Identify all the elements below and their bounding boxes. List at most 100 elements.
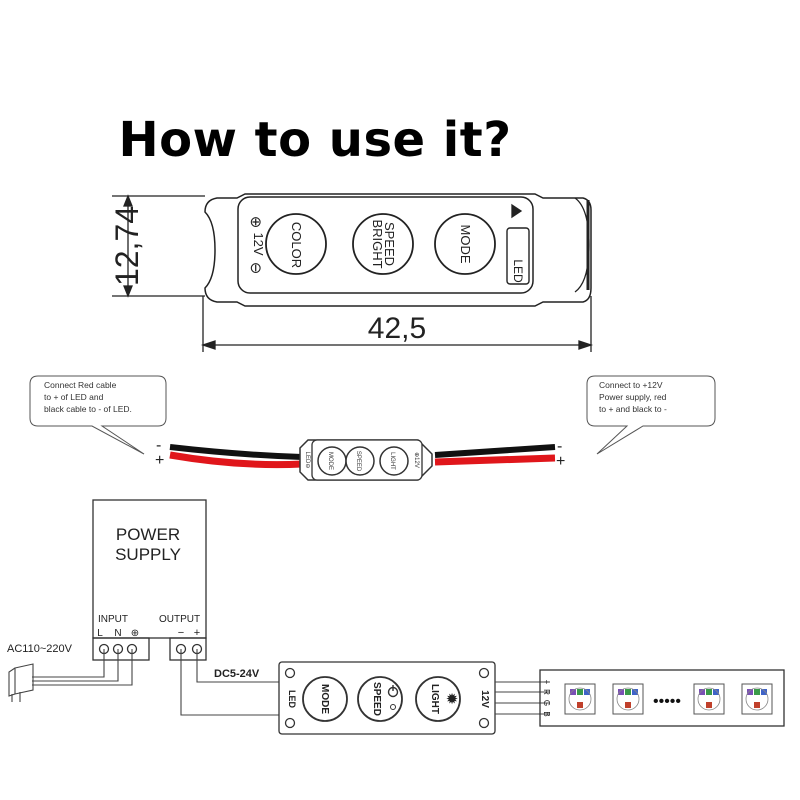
pin-label: B: [542, 711, 551, 716]
callout-text: Connect Red cable to + of LED and black …: [44, 380, 667, 414]
input-label: INPUT: [98, 614, 128, 625]
pin-label: G: [542, 700, 551, 706]
small-mode-label: MODE: [327, 452, 333, 470]
led-die: [584, 689, 590, 695]
page-title: How to use it?: [118, 112, 512, 168]
left-callout-line: to + of LED and: [44, 392, 104, 402]
mains-wire: [32, 649, 133, 686]
led-die: [699, 689, 705, 695]
dc-plus-wire: [196, 649, 279, 683]
plug-body: [14, 663, 34, 695]
terminal-l-label: L: [97, 628, 103, 639]
led-die: [754, 689, 760, 695]
terminal-minus-label: −: [178, 627, 184, 639]
corner-screw-icon: [284, 717, 296, 729]
left-minus-label: -: [156, 437, 161, 454]
minus-terminal-icon: ⊖: [247, 262, 264, 275]
mains-wire: [32, 649, 105, 678]
led-label: LED: [511, 259, 525, 283]
pin-label: +: [542, 680, 551, 685]
dc-minus-wire: [180, 649, 279, 716]
small-speed-button: [345, 446, 375, 476]
left-plus-label: +: [155, 452, 164, 469]
mode-button-label: MODE: [458, 225, 473, 264]
left-callout-line: Connect Red cable: [44, 380, 117, 390]
dc-voltage-label: DC5-24V: [214, 668, 260, 680]
pin-label: R: [542, 689, 551, 695]
small-speed-label: SPEED: [355, 451, 361, 472]
led-strip: [539, 669, 785, 727]
terminal-ground-label: ⊕: [131, 628, 139, 639]
controller-top-labels: ⊕ 12V ⊖ COLOR SPEED BRIGHT MODE LED: [247, 216, 525, 283]
bright-button-label: BRIGHT: [370, 219, 385, 268]
sun-icon: ✹: [446, 691, 459, 708]
small-voltage-label: ⊕12V: [413, 452, 419, 468]
color-button-label: COLOR: [289, 222, 304, 268]
led-die: [747, 689, 753, 695]
small-led-label: LED⊖: [304, 452, 310, 469]
dimension-drawing: [112, 193, 594, 352]
small-controller-labels: LED⊖ MODE SPEED LIGHT ⊕12V: [304, 451, 419, 472]
right-callout-line: Power supply, red: [599, 392, 667, 402]
dimension-arrow: [578, 340, 594, 350]
width-dimension-label: 42,5: [368, 312, 426, 345]
led-die: [625, 702, 631, 708]
corner-screw-icon: [478, 667, 490, 679]
led-die: [577, 689, 583, 695]
left-callout-bubble: [29, 375, 167, 455]
right-callout-line: Connect to +12V: [599, 380, 663, 390]
speed-button-label: SPEED: [382, 222, 397, 266]
power-supply-title: SUPPLY: [115, 545, 181, 564]
dc-wiring: [180, 649, 279, 716]
power-supply-text: POWER SUPPLY INPUT OUTPUT L N ⊕ − + AC11…: [7, 525, 260, 680]
voltage-label: 12V: [251, 232, 266, 255]
voltage-label: 12V: [479, 690, 490, 708]
dimension-arrow: [123, 285, 133, 298]
led-die: [754, 702, 760, 708]
right-red-wire: [434, 454, 556, 466]
led-die: [577, 702, 583, 708]
polarity-labels: - + - +: [155, 437, 565, 470]
right-callout-line: to + and black to -: [599, 404, 667, 414]
led-triangle-icon: [511, 203, 523, 219]
color-button: [265, 213, 327, 275]
speed-button: [357, 676, 403, 722]
speed-label: SPEED: [371, 682, 382, 716]
led-die: [618, 689, 624, 695]
corner-screw-icon: [478, 717, 490, 729]
led-chip: [693, 683, 725, 715]
cable-diagram: [29, 375, 716, 481]
led-die: [706, 702, 712, 708]
output-label: OUTPUT: [159, 614, 200, 625]
right-black-wire: [434, 444, 556, 458]
rgb-wiring: [495, 681, 550, 715]
controller-outline: [204, 193, 592, 307]
ac-voltage-label: AC110~220V: [7, 643, 73, 655]
input-terminal-block: [92, 637, 150, 661]
dimension-arrow: [123, 194, 133, 207]
power-supply: [92, 499, 207, 661]
left-red-wire: [169, 451, 303, 469]
light-button: [415, 676, 461, 722]
small-light-label: LIGHT: [389, 452, 395, 470]
led-chip: [564, 683, 596, 715]
rgb-pin-labels: + R G B: [542, 680, 551, 717]
controller-bottom: [278, 661, 496, 735]
gear-icon: [390, 704, 396, 710]
plus-terminal-icon: ⊕: [247, 216, 264, 229]
left-callout-line: black cable to - of LED.: [44, 404, 132, 414]
led-die: [706, 689, 712, 695]
controller-bottom-body: [278, 661, 496, 735]
output-terminal-block: [169, 637, 207, 661]
terminal-n-label: N: [114, 628, 121, 639]
power-supply-title: POWER: [116, 525, 180, 544]
led-die: [761, 689, 767, 695]
mode-button: [302, 676, 348, 722]
led-die: [625, 689, 631, 695]
plug-side: [8, 667, 16, 697]
led-label: LED: [287, 690, 297, 709]
led-die: [570, 689, 576, 695]
led-chip: [612, 683, 644, 715]
